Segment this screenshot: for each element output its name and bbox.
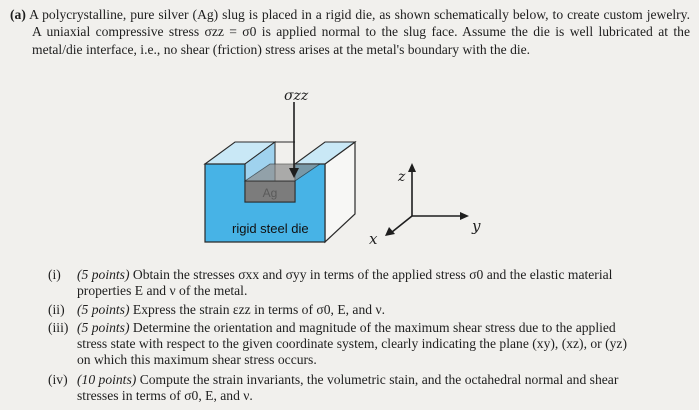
question-text-cont: stress state with respect to the given c… bbox=[77, 336, 627, 352]
stress-arrow-head bbox=[289, 168, 299, 178]
intro-text: A polycrystalline, pure silver (Ag) slug… bbox=[29, 7, 690, 57]
question-number: (iii) bbox=[48, 320, 69, 335]
slug-label: Ag bbox=[263, 186, 278, 200]
problem-intro: (a) A polycrystalline, pure silver (Ag) … bbox=[10, 6, 690, 58]
die-schematic: Ag rigid steel die σzz z y x bbox=[203, 88, 481, 248]
question-points: (5 points) bbox=[77, 320, 130, 335]
question-number: (i) bbox=[48, 267, 61, 282]
stress-label: σzz bbox=[284, 88, 309, 104]
question-i: (i) (5 points) Obtain the stresses σxx an… bbox=[48, 267, 690, 299]
ag-slug-top bbox=[243, 163, 322, 182]
question-points: (5 points) bbox=[77, 267, 130, 282]
y-axis-label: y bbox=[471, 217, 481, 235]
question-number: (ii) bbox=[48, 302, 65, 317]
question-text: Determine the orientation and magnitude … bbox=[132, 320, 616, 335]
x-axis bbox=[391, 215, 413, 233]
question-text-cont: stresses in terms of σ0, E, and ν. bbox=[77, 388, 253, 404]
question-text: Obtain the stresses σxx and σyy in terms… bbox=[132, 267, 613, 282]
part-label: (a) bbox=[10, 7, 26, 22]
question-number: (iv) bbox=[48, 372, 68, 387]
question-ii: (ii) (5 points) Express the strain εzz in… bbox=[48, 302, 690, 318]
question-points: (10 points) bbox=[77, 372, 137, 387]
question-text-cont: properties E and ν of the metal. bbox=[77, 283, 248, 299]
question-iii: (iii) (5 points) Determine the orientatio… bbox=[48, 320, 690, 369]
x-axis-head bbox=[385, 227, 395, 236]
z-axis-head bbox=[408, 163, 416, 172]
x-axis-label: x bbox=[369, 230, 378, 248]
y-axis-head bbox=[460, 212, 469, 220]
die-label: rigid steel die bbox=[232, 221, 309, 236]
question-text-cont2: on which this maximum shear stress occur… bbox=[77, 352, 317, 368]
question-text: Express the strain εzz in terms of σ0, E… bbox=[132, 302, 385, 317]
question-iv: (iv) (10 points) Compute the strain invar… bbox=[48, 372, 690, 404]
z-axis-label: z bbox=[397, 169, 406, 185]
question-text: Compute the strain invariants, the volum… bbox=[139, 372, 619, 387]
question-points: (5 points) bbox=[77, 302, 130, 317]
